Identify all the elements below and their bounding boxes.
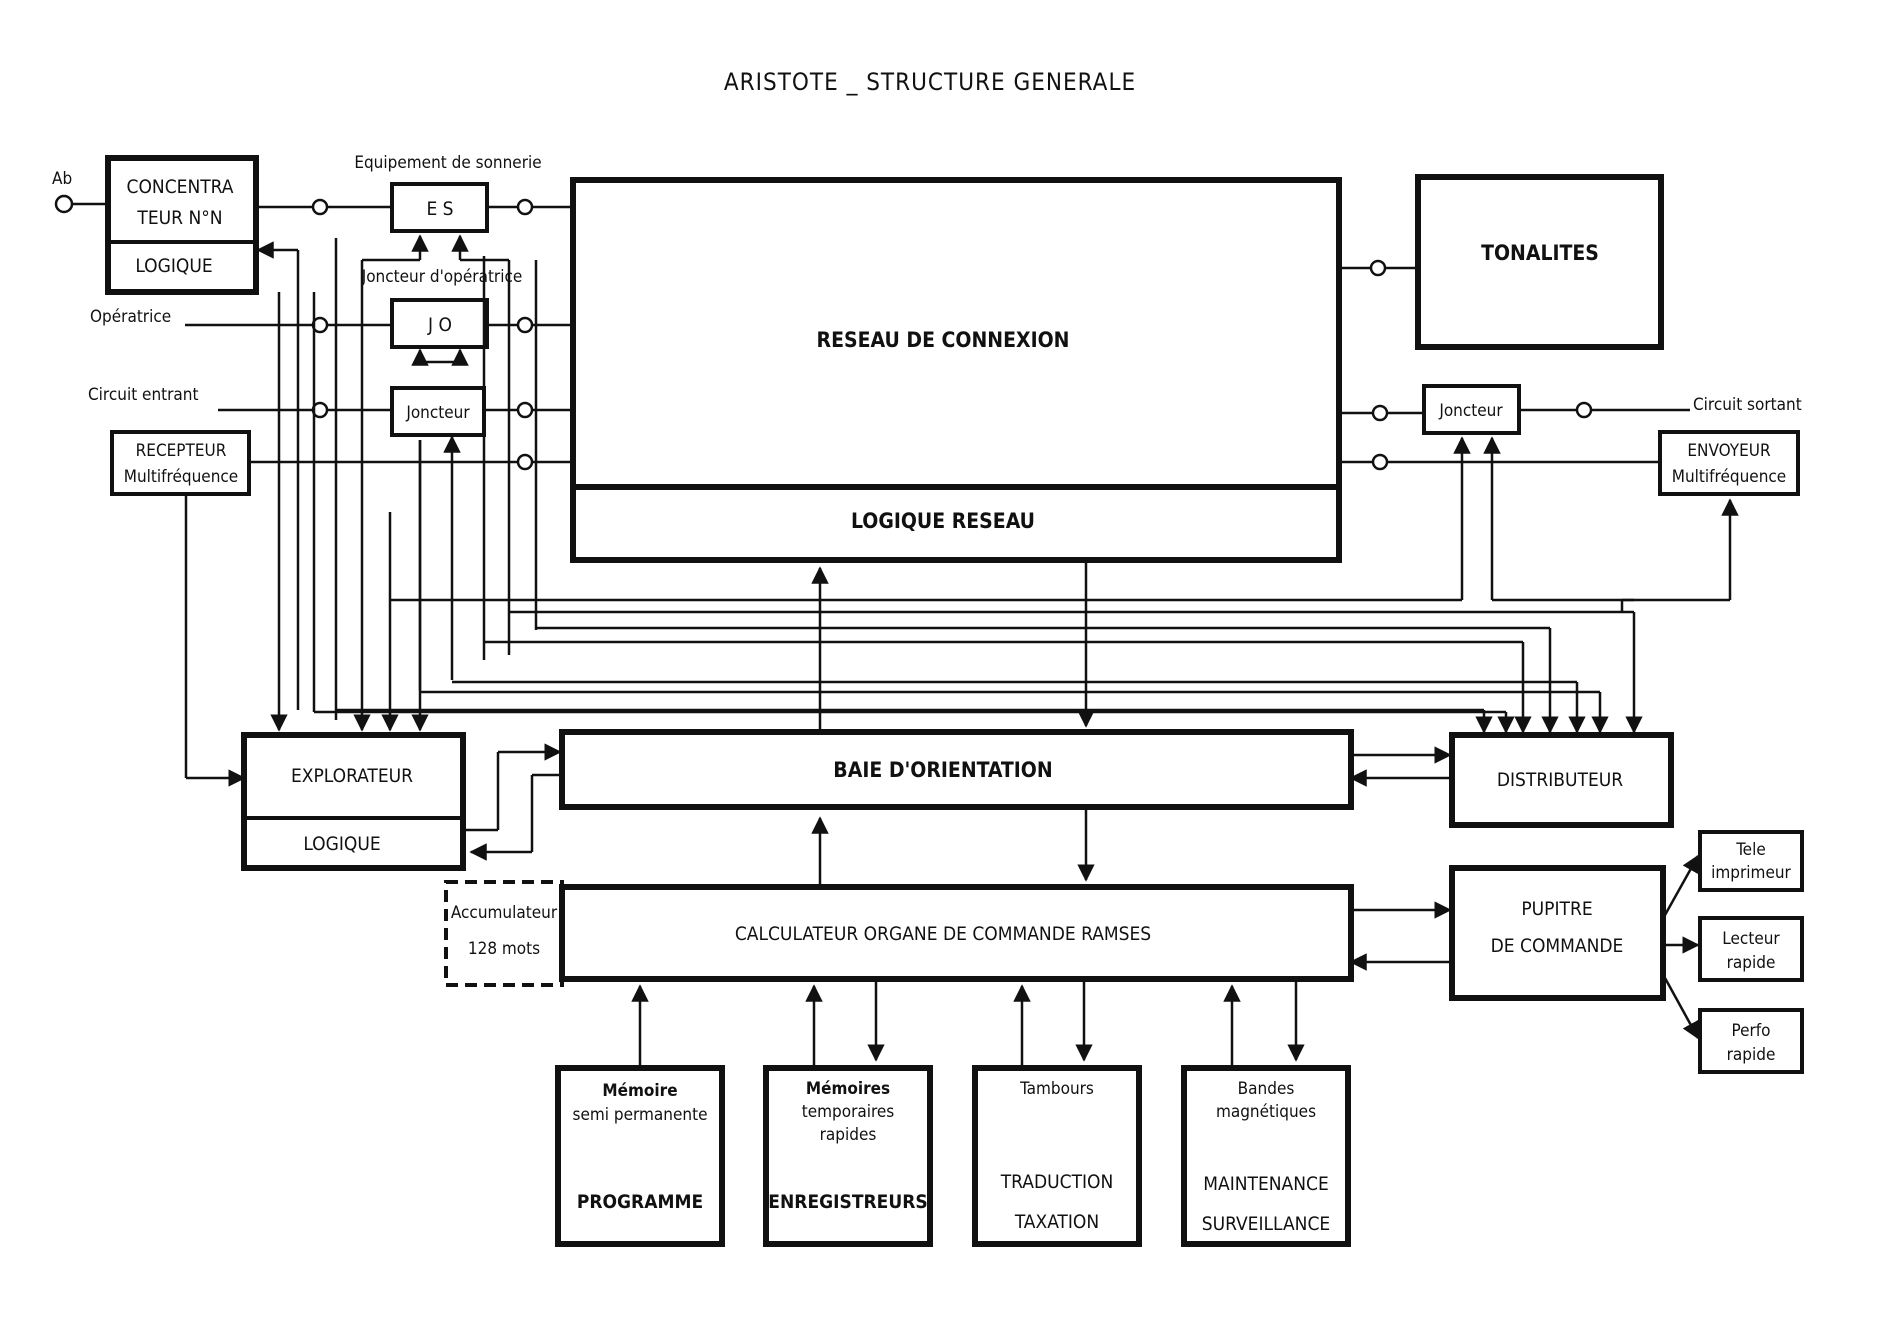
concentrateur-line2: TEUR N°N <box>136 207 222 229</box>
control-lines <box>184 234 1739 1065</box>
tambours-role1: TRADUCTION <box>1000 1171 1114 1193</box>
ab-terminal <box>54 194 74 214</box>
calculateur-label: CALCULATEUR ORGANE DE COMMANDE RAMSES <box>735 923 1151 945</box>
es-label: E S <box>426 198 453 220</box>
bandes-line2: magnétiques <box>1216 1102 1316 1122</box>
ab-label: Ab <box>52 169 72 189</box>
envoyeur-box: ENVOYEUR Multifréquence <box>1658 430 1800 496</box>
tonalites-label: TONALITES <box>1481 241 1599 265</box>
explorateur-box: EXPLORATEUR LOGIQUE <box>241 732 466 871</box>
memoire-semi-box: Mémoire semi permanente PROGRAMME <box>555 1065 725 1247</box>
memoire-semi-role: PROGRAMME <box>577 1191 703 1213</box>
lecteur-line2: rapide <box>1727 953 1776 973</box>
joncteur-in-box: Joncteur <box>390 386 486 437</box>
memoire-temp-role: ENREGISTREURS <box>768 1191 927 1213</box>
bandes-line1: Bandes <box>1238 1079 1295 1099</box>
accumulateur-line1: Accumulateur <box>451 903 558 923</box>
distributeur-label: DISTRIBUTEUR <box>1497 769 1623 791</box>
recepteur-line2: Multifréquence <box>124 467 238 487</box>
pupitre-line1: PUPITRE <box>1521 898 1592 920</box>
memoire-temp-line3: rapides <box>820 1125 877 1145</box>
accumulateur-box: Accumulateur 128 mots <box>444 880 564 987</box>
diagram-title: ARISTOTE _ STRUCTURE GENERALE <box>724 68 1136 96</box>
reseau-label: RESEAU DE CONNEXION <box>817 328 1070 352</box>
es-caption: Equipement de sonnerie <box>354 153 541 173</box>
recepteur-box: RECEPTEUR Multifréquence <box>110 430 251 496</box>
tele-line2: imprimeur <box>1711 863 1791 883</box>
recepteur-line1: RECEPTEUR <box>136 441 227 461</box>
tambours-line1: Tambours <box>1019 1079 1094 1099</box>
joncteur-out-box: Joncteur <box>1422 384 1521 435</box>
circuit-sortant-label: Circuit sortant <box>1693 395 1802 415</box>
bandes-box: Bandes magnétiques MAINTENANCE SURVEILLA… <box>1181 1065 1351 1247</box>
accumulateur-line2: 128 mots <box>468 939 540 959</box>
lecteur-box: Lecteur rapide <box>1698 916 1804 982</box>
envoyeur-line2: Multifréquence <box>1672 467 1786 487</box>
tonalites-box: TONALITES <box>1415 174 1664 350</box>
jo-caption: Joncteur d'opératrice <box>361 267 523 287</box>
calculateur-box: CALCULATEUR ORGANE DE COMMANDE RAMSES <box>559 884 1354 982</box>
reseau-logic-label: LOGIQUE RESEAU <box>851 509 1035 533</box>
jo-label: J O <box>427 314 452 336</box>
perfo-line2: rapide <box>1727 1045 1776 1065</box>
memoire-semi-line1: Mémoire <box>602 1081 677 1101</box>
envoyeur-line1: ENVOYEUR <box>1687 441 1771 461</box>
perfo-box: Perfo rapide <box>1698 1008 1804 1074</box>
circuit-entrant-label: Circuit entrant <box>88 385 199 405</box>
explorateur-logic: LOGIQUE <box>303 833 380 855</box>
memoire-temp-line2: temporaires <box>802 1102 895 1122</box>
bandes-role2: SURVEILLANCE <box>1202 1213 1330 1235</box>
baie-box: BAIE D'ORIENTATION <box>559 729 1354 810</box>
memoire-semi-line2: semi permanente <box>573 1105 708 1125</box>
concentrateur-logic: LOGIQUE <box>135 255 212 277</box>
memoire-temp-box: Mémoires temporaires rapides ENREGISTREU… <box>763 1065 933 1247</box>
jo-box: J O <box>390 298 489 349</box>
explorateur-label: EXPLORATEUR <box>291 765 413 787</box>
distributeur-box: DISTRIBUTEUR <box>1449 732 1674 828</box>
concentrateur-box: CONCENTRA TEUR N°N LOGIQUE <box>105 155 259 295</box>
tele-line1: Tele <box>1735 840 1766 860</box>
pupitre-line2: DE COMMANDE <box>1491 935 1624 957</box>
joncteur-out-label: Joncteur <box>1438 401 1503 421</box>
input-lines: Ab Opératrice Circuit entrant <box>52 169 573 471</box>
tambours-box: Tambours TRADUCTION TAXATION <box>972 1065 1142 1247</box>
pupitre-box: PUPITRE DE COMMANDE <box>1449 865 1666 1001</box>
tambours-role2: TAXATION <box>1014 1211 1099 1233</box>
baie-label: BAIE D'ORIENTATION <box>833 758 1052 782</box>
concentrateur-line1: CONCENTRA <box>127 176 234 198</box>
teleimprimeur-box: Tele imprimeur <box>1698 830 1804 892</box>
operatrice-label: Opératrice <box>90 307 171 327</box>
perfo-line1: Perfo <box>1731 1021 1770 1041</box>
memoire-temp-line1: Mémoires <box>806 1079 890 1099</box>
joncteur-in-label: Joncteur <box>405 403 470 423</box>
reseau-box: RESEAU DE CONNEXION LOGIQUE RESEAU <box>570 177 1342 563</box>
es-box: E S <box>390 182 489 233</box>
lecteur-line1: Lecteur <box>1722 929 1780 949</box>
bandes-role1: MAINTENANCE <box>1203 1173 1329 1195</box>
